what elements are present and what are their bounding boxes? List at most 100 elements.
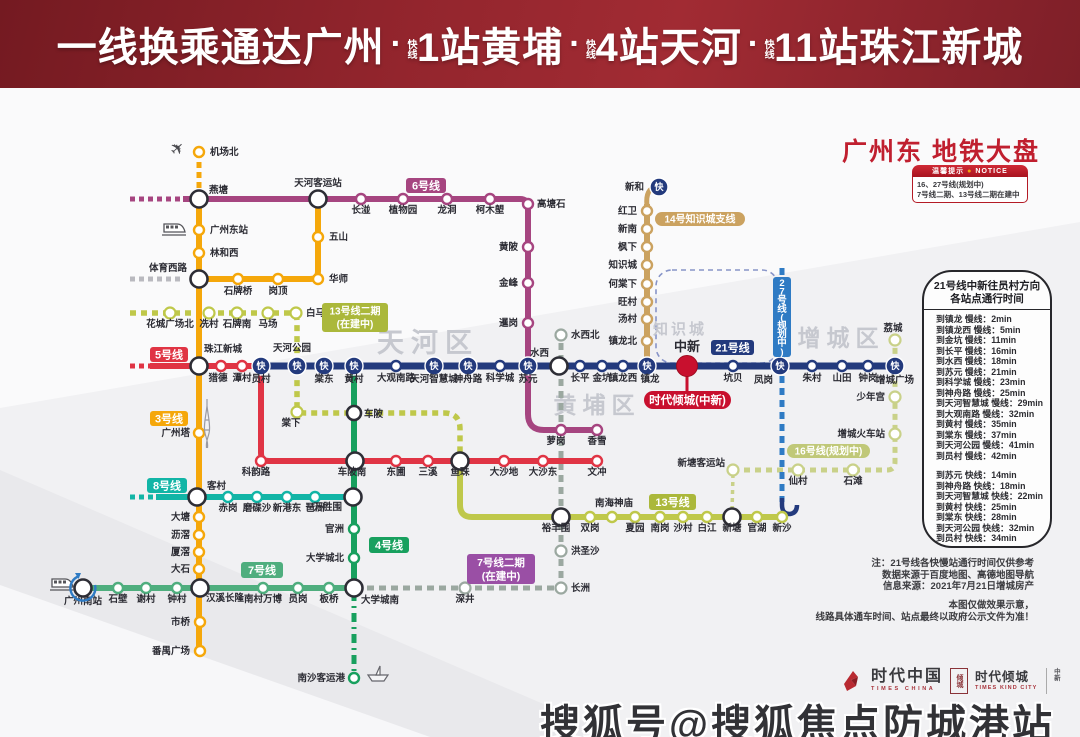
notice-line: 16、27号线(规划中) bbox=[917, 180, 984, 189]
svg-text:何棠下: 何棠下 bbox=[608, 278, 637, 290]
svg-text:山田: 山田 bbox=[832, 372, 851, 384]
svg-text:白江: 白江 bbox=[697, 522, 717, 534]
station-金坑: 金坑 bbox=[591, 359, 612, 384]
station-三溪: 三溪 bbox=[418, 454, 438, 478]
svg-text:黄陂: 黄陂 bbox=[499, 241, 519, 253]
background-shape bbox=[0, 88, 1080, 408]
svg-text:石牌桥: 石牌桥 bbox=[223, 285, 253, 297]
travel-time-row: 到天河公园 慢线：41min bbox=[936, 440, 1035, 450]
travel-time-row: 到天河公园 快线：32min bbox=[936, 522, 1035, 533]
station-冼村: 冼村 bbox=[199, 306, 219, 330]
station-裕丰围: 裕丰围 bbox=[541, 507, 571, 534]
travel-time-row: 到神舟路 快线：18min bbox=[936, 480, 1026, 491]
station-板桥: 板桥 bbox=[319, 581, 339, 605]
svg-text:时代倾城(中新): 时代倾城(中新) bbox=[649, 393, 726, 407]
svg-text:洪圣沙: 洪圣沙 bbox=[571, 545, 600, 557]
svg-text:增城火车站: 增城火车站 bbox=[837, 428, 885, 440]
station-黄陂: 黄陂 bbox=[499, 240, 535, 254]
station-少年宫: 少年宫 bbox=[855, 390, 902, 404]
station-广州塔: 广州塔 bbox=[161, 426, 206, 440]
station-大学城北: 大学城北 bbox=[306, 551, 361, 565]
station-沙村: 沙村 bbox=[673, 510, 693, 534]
svg-text:7号线二期: 7号线二期 bbox=[477, 556, 525, 569]
svg-text:员岗: 员岗 bbox=[288, 593, 307, 605]
banner-express-label: 快线 bbox=[762, 39, 774, 59]
svg-text:7号线: 7号线 bbox=[248, 563, 276, 577]
boat-icon bbox=[366, 665, 390, 682]
svg-text:13号线: 13号线 bbox=[655, 495, 689, 509]
station-龙洞: 龙洞 bbox=[436, 192, 457, 216]
svg-text:镇龙北: 镇龙北 bbox=[608, 335, 637, 347]
travel-time-row: 到大观南路 慢线：32min bbox=[936, 408, 1035, 419]
station-新和: 快新和 bbox=[625, 177, 669, 197]
station-朱村: 朱村 bbox=[801, 359, 822, 384]
svg-text:沥滘: 沥滘 bbox=[171, 529, 191, 541]
station-柯木塱: 柯木塱 bbox=[476, 192, 505, 216]
banner-segment: 一线换乘通达广州 bbox=[56, 26, 385, 70]
station-琶洲: 琶洲 bbox=[305, 490, 325, 514]
svg-text:车陂南: 车陂南 bbox=[338, 466, 367, 478]
source-line: 注：21号线各快慢站通行时间仅供参考 bbox=[871, 558, 1034, 569]
station-车陂: 车陂 bbox=[345, 404, 384, 422]
svg-text:镇龙西: 镇龙西 bbox=[609, 372, 638, 384]
notice-bar-en: NOTICE bbox=[975, 167, 1008, 175]
times-kind-city-wordmark: 时代倾城 TIMES KIND CITY bbox=[975, 671, 1037, 691]
station-岗顶: 岗顶 bbox=[268, 272, 288, 297]
station-大沙地: 大沙地 bbox=[490, 454, 519, 478]
svg-text:暹岗: 暹岗 bbox=[499, 317, 518, 329]
brand2-zh: 时代倾城 bbox=[975, 670, 1030, 684]
svg-text:水西北: 水西北 bbox=[571, 329, 600, 341]
svg-text:冼村: 冼村 bbox=[199, 318, 219, 330]
sohu-watermark: 搜狐号@搜狐焦点防城港站 bbox=[540, 703, 1056, 737]
line-16-connector bbox=[730, 473, 735, 513]
svg-text:快: 快 bbox=[890, 360, 900, 371]
travel-time-row: 到苏元 快线：14min bbox=[936, 470, 1017, 480]
station-新港东: 新港东 bbox=[273, 490, 302, 514]
svg-text:高塘石: 高塘石 bbox=[537, 198, 566, 210]
svg-text:金坑: 金坑 bbox=[591, 372, 612, 384]
travel-time-row: 到棠东 慢线：37min bbox=[936, 429, 1017, 440]
svg-text:13号线二期: 13号线二期 bbox=[329, 305, 380, 318]
station-知识城: 知识城 bbox=[607, 258, 654, 272]
svg-text:夏园: 夏园 bbox=[624, 523, 644, 534]
station-官湖: 官湖 bbox=[747, 510, 767, 534]
svg-text:客村: 客村 bbox=[206, 480, 227, 492]
station-磨碟沙: 磨碟沙 bbox=[242, 490, 272, 514]
station-萝岗: 萝岗 bbox=[546, 423, 568, 447]
svg-text:沙村: 沙村 bbox=[673, 522, 693, 534]
svg-text:5号线: 5号线 bbox=[155, 347, 183, 361]
notice-box: 温馨提示 ● NOTICE 16、27号线(规划中) 7号线二期、13号线二期在… bbox=[912, 165, 1028, 203]
swirl-icon bbox=[69, 573, 97, 602]
station-黄村: 快黄村 bbox=[344, 356, 364, 385]
station-车陂南: 车陂南 bbox=[338, 451, 367, 478]
svg-text:汤村: 汤村 bbox=[618, 313, 638, 325]
source-line: 信息来源：2021年7月21日增城房产 bbox=[883, 581, 1034, 592]
svg-text:21号线: 21号线 bbox=[715, 340, 749, 354]
svg-text:增城广场: 增城广场 bbox=[876, 374, 915, 386]
station-棠下: 棠下 bbox=[280, 405, 304, 429]
svg-text:石牌南: 石牌南 bbox=[222, 318, 252, 330]
svg-text:快: 快 bbox=[292, 360, 302, 371]
svg-text:大石: 大石 bbox=[171, 563, 191, 575]
travel-time-row: 到镇龙 慢线：2min bbox=[936, 314, 1012, 324]
line-badge: 7号线 bbox=[241, 562, 283, 578]
svg-text:27号线(规划中): 27号线(规划中) bbox=[777, 278, 787, 358]
travel-time-row: 到天河智慧城 快线：22min bbox=[936, 491, 1044, 501]
station-水西北: 水西北 bbox=[554, 328, 600, 342]
source-line: 数据来源于百度地图、高德地图导航 bbox=[881, 569, 1034, 581]
station-汤村: 汤村 bbox=[618, 312, 654, 326]
line-badge: 时代倾城(中新) bbox=[644, 391, 731, 409]
times-china-logo-icon bbox=[844, 671, 858, 691]
svg-text:大塘: 大塘 bbox=[171, 511, 191, 523]
station-天河客运站: 天河客运站 bbox=[294, 177, 342, 209]
line-13-2 bbox=[130, 310, 463, 458]
disclaimer-line: 本图仅做效果示意， bbox=[948, 600, 1034, 611]
station-南村万博: 南村万博 bbox=[244, 581, 282, 605]
svg-text:仙村: 仙村 bbox=[788, 475, 808, 487]
panel-title-line1: 21号线中新往员村方向 bbox=[933, 280, 1041, 292]
